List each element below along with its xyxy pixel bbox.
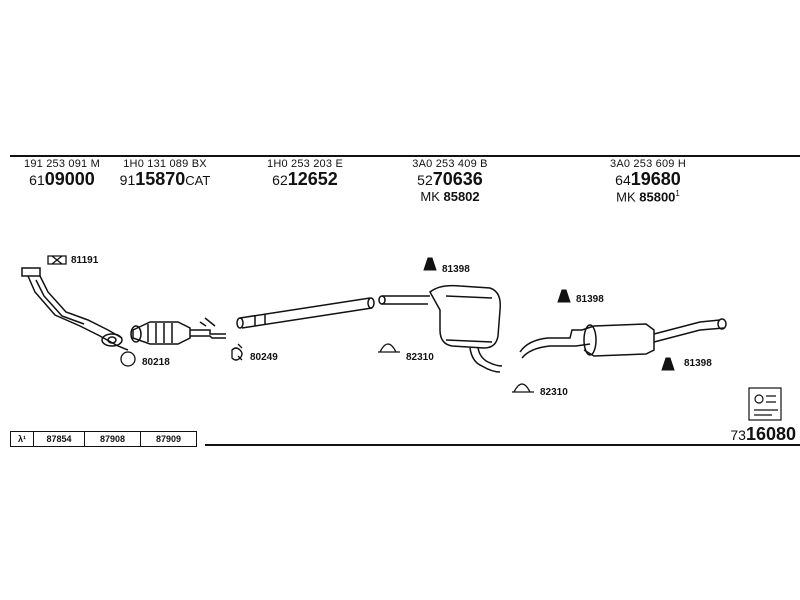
accessory-label: 80218 xyxy=(142,357,170,368)
gasket-icon xyxy=(47,255,67,265)
intermediate-pipe-drawing xyxy=(236,297,375,329)
clamp-icon xyxy=(378,343,400,353)
ref-number: 6419680 xyxy=(615,169,681,189)
middle-silencer-drawing xyxy=(378,284,503,373)
ref-number: 6212652 xyxy=(272,169,338,189)
oem-number: 191 253 091 M xyxy=(24,158,100,170)
accessory-label: 82310 xyxy=(406,352,434,363)
lambda-code: 87909 xyxy=(155,434,182,444)
ring-gasket-icon xyxy=(120,351,136,367)
part-2: 1H0 131 089 BX 9115870CAT xyxy=(110,158,220,190)
accessory-label: 81398 xyxy=(442,264,470,275)
accessory-label: 81398 xyxy=(684,358,712,369)
rubber-mount-icon xyxy=(423,257,437,271)
top-divider xyxy=(10,155,800,157)
rubber-mount-icon xyxy=(661,357,675,371)
lambda-code: 87908 xyxy=(85,432,141,446)
oem-number: 3A0 253 409 B xyxy=(412,158,488,170)
kit-pictogram-icon xyxy=(748,387,782,421)
ref-number: 6109000 xyxy=(29,169,95,189)
oem-number: 1H0 253 203 E xyxy=(267,158,343,170)
part-4: 3A0 253 409 B 5270636 MK 85802 xyxy=(400,158,500,204)
bottom-divider xyxy=(205,444,800,446)
kit-ref-number: 7316080 xyxy=(730,424,796,444)
catalytic-converter-drawing xyxy=(130,317,226,345)
accessory-label: 81398 xyxy=(576,294,604,305)
oem-number: 1H0 131 089 BX xyxy=(123,158,207,170)
front-pipe-drawing xyxy=(21,267,129,351)
mounting-kit: MK 85802 xyxy=(420,189,480,204)
part-3: 1H0 253 203 E 6212652 xyxy=(255,158,355,189)
lambda-code: 87854 xyxy=(34,432,85,446)
part-1: 191 253 091 M 6109000 xyxy=(12,158,112,189)
rubber-mount-icon xyxy=(557,289,571,303)
accessory-label: 80249 xyxy=(250,352,278,363)
accessory-label: 81191 xyxy=(71,255,99,266)
mounting-kit: MK 858001 xyxy=(616,189,680,205)
ref-number: 9115870CAT xyxy=(119,169,211,189)
oem-number: 3A0 253 609 H xyxy=(610,158,686,170)
spring-bolt-icon xyxy=(231,343,243,361)
part-5: 3A0 253 609 H 6419680 MK 858001 xyxy=(598,158,698,204)
accessory-label: 82310 xyxy=(540,387,568,398)
lambda-sensor-table: λ¹ 87854 87908 87909 xyxy=(10,431,197,447)
clamp-icon xyxy=(512,383,534,393)
rear-silencer-drawing xyxy=(519,318,727,359)
lambda-symbol: λ¹ xyxy=(11,432,34,446)
ref-number: 5270636 xyxy=(417,169,483,189)
